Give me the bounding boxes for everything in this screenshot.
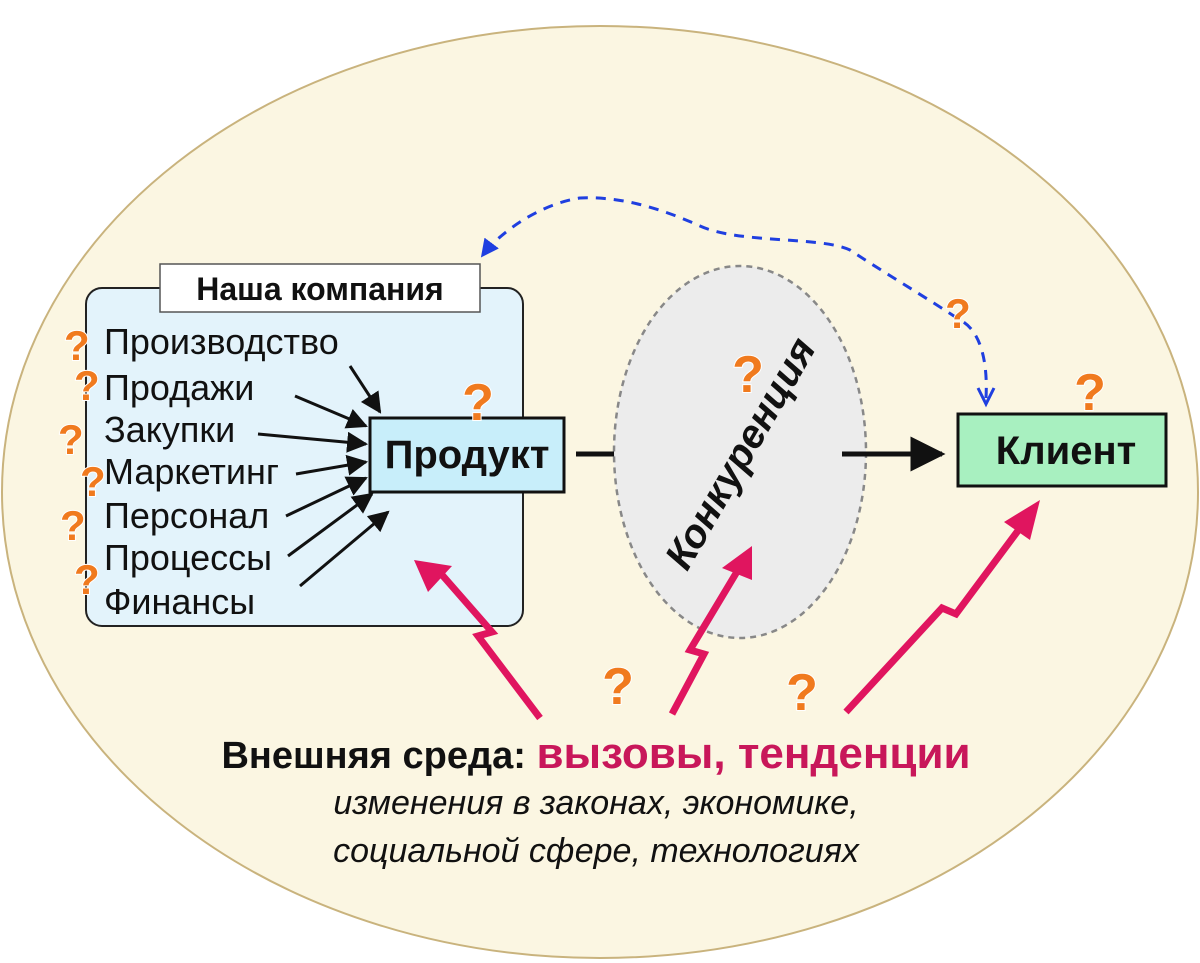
question-icon: ? bbox=[732, 346, 764, 404]
environment-label: Внешняя среда: bbox=[221, 735, 536, 777]
client-label: Клиент bbox=[996, 429, 1136, 473]
question-icon: ? bbox=[602, 658, 634, 716]
question-icon: ? bbox=[462, 374, 494, 432]
dept-personnel: Персонал bbox=[104, 495, 269, 536]
product-label: Продукт bbox=[385, 433, 550, 477]
environment-line-1: изменения в законах, экономике, bbox=[333, 784, 858, 822]
dept-arrow bbox=[294, 394, 368, 429]
dept-production: Производство bbox=[104, 321, 339, 362]
dept-purchasing: Закупки bbox=[104, 409, 235, 450]
question-icon: ? bbox=[64, 322, 90, 369]
client-box bbox=[956, 412, 1168, 488]
dept-finance: Финансы bbox=[104, 581, 255, 622]
product-box bbox=[368, 416, 566, 494]
dept-sales: Продажи bbox=[104, 367, 254, 408]
question-icon: ? bbox=[1074, 364, 1106, 422]
feedback-arrowhead bbox=[976, 387, 996, 408]
dept-arrow bbox=[348, 365, 382, 414]
company-title: Наша компания bbox=[196, 271, 443, 307]
dept-arrow bbox=[295, 454, 369, 476]
lightning-arrowhead bbox=[1004, 500, 1040, 540]
company-title-tab bbox=[159, 263, 481, 313]
lightning-arrow-competition bbox=[668, 568, 742, 716]
environment-highlight: вызовы, тенденции bbox=[536, 729, 970, 778]
environment-line-2: социальной сфере, технологиях bbox=[333, 832, 860, 870]
feedback-dashed-arrow bbox=[480, 196, 988, 399]
question-icon: ? bbox=[60, 502, 86, 549]
question-icon: ? bbox=[786, 664, 818, 722]
dept-arrow bbox=[299, 510, 390, 588]
lightning-arrowhead bbox=[722, 546, 752, 580]
dept-processes: Процессы bbox=[104, 537, 272, 578]
question-icon: ? bbox=[80, 458, 106, 505]
question-icon: ? bbox=[74, 556, 100, 603]
question-icon: ? bbox=[945, 290, 971, 337]
question-icon: ? bbox=[74, 362, 100, 409]
environment-heading: Внешняя среда: вызовы, тенденции bbox=[221, 729, 970, 778]
dept-arrow bbox=[287, 492, 374, 558]
lightning-arrowhead bbox=[414, 560, 452, 592]
dept-arrow bbox=[285, 476, 368, 518]
lightning-arrow-product bbox=[433, 565, 543, 721]
question-icon: ? bbox=[58, 416, 84, 463]
dept-marketing: Маркетинг bbox=[104, 451, 279, 492]
environment-ellipse bbox=[1, 25, 1199, 959]
lightning-arrow-client bbox=[843, 525, 1023, 715]
dept-arrow bbox=[257, 431, 369, 453]
